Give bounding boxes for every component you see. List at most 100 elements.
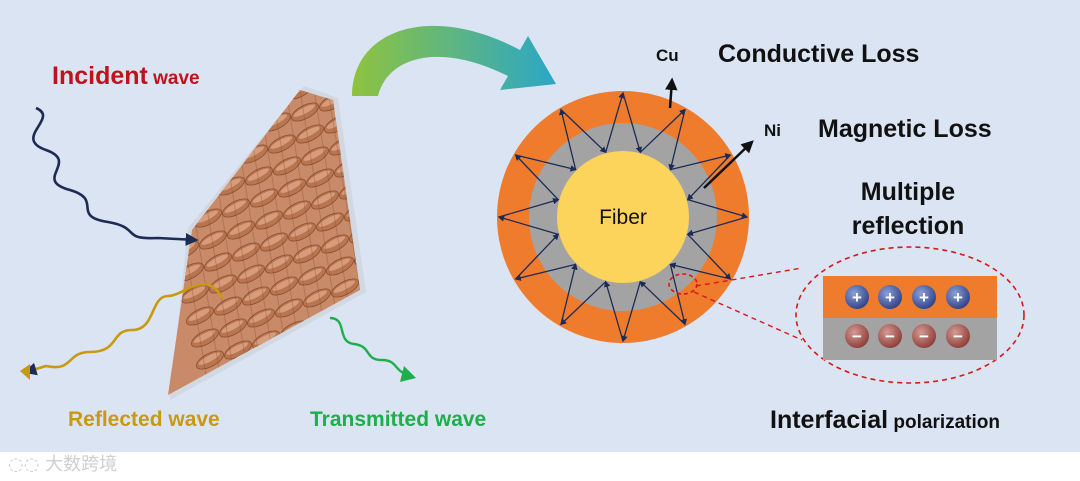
- weave-strand: [298, 266, 326, 286]
- weave-strand: [250, 188, 278, 208]
- curved-gradient-arrow: [352, 25, 556, 96]
- weave-strand: [303, 288, 331, 308]
- weave-strand: [260, 232, 288, 252]
- incident-wave-label: Incident wave: [52, 62, 200, 90]
- reflection-segment: [622, 92, 643, 154]
- ni-pointer-arrow: [703, 140, 754, 189]
- reflection-segment: [639, 280, 686, 325]
- reflected-wave-arrow: [23, 283, 224, 376]
- reflection-segment: [559, 108, 577, 170]
- reflection-segment: [514, 154, 559, 201]
- weave-strand: [214, 296, 242, 316]
- reflection-segment: [621, 281, 641, 343]
- svg-text:−: −: [885, 327, 895, 346]
- weave-strand: [321, 234, 349, 254]
- reflection-segment: [686, 154, 731, 201]
- weave-strand: [227, 220, 255, 240]
- reflection-segment: [669, 264, 687, 326]
- negative-charge: −: [878, 324, 902, 348]
- weave-strand: [273, 156, 301, 176]
- reflection-segment: [515, 154, 577, 172]
- negative-charge: −: [946, 324, 970, 348]
- reflection-segment: [687, 199, 749, 219]
- weave-strand: [199, 230, 227, 250]
- watermark-text: 大数跨境: [45, 454, 118, 475]
- reflection-segment: [560, 281, 607, 326]
- weave-strand: [237, 264, 265, 284]
- reflection-segment: [515, 233, 560, 280]
- watermark-logo-icon: ◌◌: [8, 454, 40, 475]
- interface-inset: +−+−+−+−: [823, 276, 997, 360]
- zoom-guide-lower: [693, 291, 803, 341]
- weave-strand: [196, 350, 224, 370]
- watermark: ◌◌ 大数跨境: [8, 450, 117, 476]
- reflection-segment: [639, 108, 686, 153]
- negative-charge: −: [845, 324, 869, 348]
- weave-strand: [268, 134, 296, 154]
- interface-highlight-ellipse: [668, 273, 698, 295]
- reflected-wave-label: Reflected wave: [68, 408, 220, 431]
- weave-strand: [291, 102, 319, 122]
- reflection-segment: [497, 215, 559, 235]
- positive-charge: +: [946, 285, 970, 309]
- cu-pointer-arrow: [665, 77, 678, 109]
- reflection-segment: [687, 233, 732, 280]
- weave-strand: [186, 306, 214, 326]
- weave-strand: [255, 210, 283, 230]
- weave-strand: [270, 276, 298, 296]
- reflection-segment: [603, 280, 624, 342]
- weave-strand: [242, 286, 270, 306]
- weave-strand: [232, 242, 260, 262]
- weave-strand: [191, 328, 219, 348]
- weave-strand: [293, 244, 321, 264]
- weave-strand: [275, 298, 303, 318]
- svg-text:−: −: [919, 327, 929, 346]
- negative-charge: −: [912, 324, 936, 348]
- ni-label: Ni: [764, 121, 781, 140]
- weave-strand: [301, 146, 329, 166]
- positive-charge: +: [878, 285, 902, 309]
- reflection-segment: [514, 263, 576, 281]
- weave-strand: [288, 222, 316, 242]
- weave-strand: [331, 278, 359, 298]
- reflection-segment: [686, 216, 748, 237]
- cu-label: Cu: [656, 46, 679, 65]
- reflection-segment: [498, 197, 560, 218]
- reflection-segment: [605, 91, 625, 153]
- svg-text:−: −: [852, 327, 862, 346]
- interfacial-polarization-label: Interfacial polarization: [770, 406, 1000, 434]
- transmitted-wave-arrow: [329, 316, 409, 376]
- svg-text:+: +: [919, 288, 929, 307]
- weave-strand: [265, 254, 293, 274]
- weave-strand: [245, 166, 273, 186]
- incident-wave-arrow: [32, 106, 199, 246]
- positive-charge: +: [912, 285, 936, 309]
- reflection-segment: [668, 109, 686, 171]
- reflection-segment: [669, 262, 731, 280]
- multiple-reflection-path: [497, 91, 749, 343]
- fiber-cross-section: [497, 91, 749, 343]
- svg-text:+: +: [953, 288, 963, 307]
- weave-strand: [316, 212, 344, 232]
- weave-strand: [306, 168, 334, 188]
- weave-strand: [247, 308, 275, 328]
- weave-strand: [311, 190, 339, 210]
- weave-strand: [296, 124, 324, 144]
- fiber-label: Fiber: [599, 206, 647, 229]
- multiple-reflection-label-line1: Multiple: [861, 178, 956, 206]
- weave-strand: [222, 198, 250, 218]
- weave-strand: [204, 252, 232, 272]
- fiber-core: [557, 151, 689, 283]
- svg-text:+: +: [852, 288, 862, 307]
- multiple-reflection-label-line2: reflection: [852, 212, 965, 240]
- weave-strand: [354, 246, 360, 266]
- weave-strand: [326, 256, 354, 276]
- svg-text:+: +: [885, 288, 895, 307]
- reflection-segment: [560, 263, 578, 325]
- reflection-segment: [670, 153, 732, 171]
- weave-strand: [219, 318, 247, 338]
- conductive-loss-label: Conductive Loss: [718, 40, 919, 68]
- positive-charge: +: [845, 285, 869, 309]
- weave-strand: [283, 200, 311, 220]
